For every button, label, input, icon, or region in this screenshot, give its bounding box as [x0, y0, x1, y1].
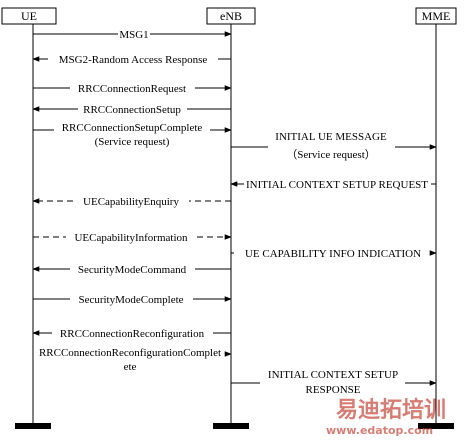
- watermark-chinese: 易迪拓培训: [336, 397, 446, 423]
- initial-ue-message-label: INITIAL UE MESSAGE: [275, 131, 387, 143]
- rrc-setup-complete-label: RRCConnectionSetupComplete: [62, 122, 203, 134]
- enb-label: eNB: [220, 9, 242, 23]
- mme-label: MME: [422, 9, 451, 23]
- ue-label: UE: [21, 9, 37, 23]
- initial-ue-message-sublabel: （Service request）: [286, 148, 376, 161]
- context-setup-response-label: INITIAL CONTEXT SETUP: [268, 369, 398, 381]
- rrc-request-label: RRCConnectionRequest: [78, 83, 186, 95]
- mme-header: MME: [415, 7, 457, 25]
- security-mode-command-label: SecurityModeCommand: [78, 264, 187, 276]
- context-setup-response-sublabel: RESPONSE: [305, 384, 360, 396]
- msg2-label: MSG2-Random Access Response: [59, 54, 208, 66]
- rrc-reconfiguration-complete-label: RRCConnectionReconfigurationComplet: [39, 347, 221, 359]
- rrc-setup-complete-sublabel: (Service request): [95, 136, 170, 148]
- rrc-setup-label: RRCConnectionSetup: [83, 104, 181, 116]
- ue-capability-enquiry-label: UECapabilityEnquiry: [83, 196, 179, 208]
- rrc-reconfiguration-label: RRCConnectionReconfiguration: [60, 328, 205, 340]
- security-mode-complete-label: SecurityModeComplete: [78, 294, 183, 306]
- ue-end-bar: [15, 423, 51, 429]
- watermark-url: www.edatop.com: [326, 424, 433, 437]
- enb-end-bar: [213, 423, 249, 429]
- ue-capability-indication-label: UE CAPABILITY INFO INDICATION: [245, 248, 421, 260]
- ue-capability-information-label: UECapabilityInformation: [74, 232, 188, 244]
- rrc-reconfiguration-complete-sublabel: ete: [124, 361, 137, 373]
- enb-header: eNB: [206, 7, 256, 25]
- ue-header: UE: [1, 7, 57, 25]
- context-setup-request-label: INITIAL CONTEXT SETUP REQUEST: [246, 179, 428, 191]
- msg1-label: MSG1: [119, 29, 148, 41]
- mme-end-bar: [418, 423, 454, 429]
